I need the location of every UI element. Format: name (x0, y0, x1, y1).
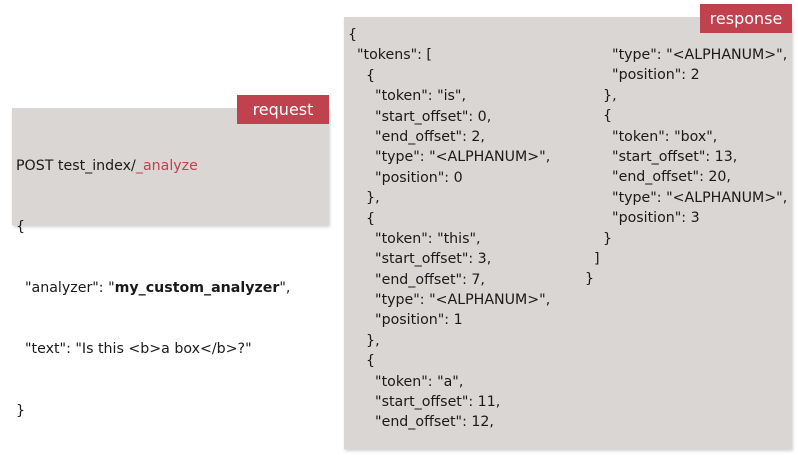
request-analyzer-key: "analyzer": " (16, 280, 115, 297)
request-analyzer-end: ", (279, 280, 291, 297)
response-label: response (700, 4, 792, 33)
response-code-line: "type": "<ALPHANUM>", (585, 189, 788, 206)
response-code-line: }, (348, 332, 380, 349)
response-code-line: "type": "<ALPHANUM>", (348, 292, 551, 309)
response-code-line: "end_offset": 12, (348, 414, 494, 431)
response-code-line: "token": "is", (348, 88, 466, 105)
response-code-line: "end_offset": 7, (348, 271, 485, 288)
response-code-line: "type": "<ALPHANUM>", (585, 47, 788, 63)
response-code-line: "position": 1 (348, 312, 463, 329)
response-code-line: "start_offset": 3, (348, 251, 492, 268)
request-label: request (237, 95, 329, 124)
response-code-line: "token": "this", (348, 230, 481, 247)
request-analyzer-value: my_custom_analyzer (114, 280, 280, 297)
response-code-line: "token": "a", (348, 373, 464, 390)
response-code-line: "start_offset": 13, (585, 148, 738, 165)
request-analyzer-line: "analyzer": "my_custom_analyzer", (16, 278, 290, 298)
response-code-line: { (348, 353, 376, 370)
response-code-line: ] (585, 250, 600, 267)
response-code-line: "end_offset": 2, (348, 128, 485, 145)
response-code-line: { (348, 27, 358, 43)
request-close-brace: } (16, 402, 26, 419)
response-code-line: { (348, 210, 376, 227)
response-code-line: } (585, 271, 595, 288)
request-method-path: POST test_index/ (16, 157, 136, 174)
response-code-line: "position": 2 (585, 67, 700, 84)
response-code-line: "start_offset": 11, (348, 394, 501, 411)
request-endpoint: _analyze (135, 157, 198, 174)
request-open-brace: { (16, 219, 26, 236)
response-code-line: }, (585, 87, 617, 104)
response-code-line: "position": 3 (585, 210, 700, 227)
response-code-right-column: "type": "<ALPHANUM>", "position": 2 }, {… (585, 45, 787, 290)
response-code-left-column: { "tokens": [ { "token": "is", "start_of… (348, 25, 550, 433)
request-panel (12, 108, 329, 225)
response-panel (344, 17, 792, 449)
response-code-line: } (585, 230, 613, 247)
response-code-line: "position": 0 (348, 169, 463, 186)
request-text-line: "text": "Is this <b>a box</b>?" (16, 341, 252, 358)
response-code-line: "start_offset": 0, (348, 108, 492, 125)
response-code-line: "tokens": [ (348, 47, 432, 64)
request-code: POST test_index/_analyze { "analyzer": "… (16, 115, 290, 441)
response-code-line: "type": "<ALPHANUM>", (348, 149, 551, 166)
request-line: POST test_index/_analyze (16, 156, 290, 176)
response-code-line: }, (348, 190, 380, 207)
response-code-line: "end_offset": 20, (585, 169, 731, 186)
response-code-line: "token": "box", (585, 128, 718, 145)
response-code-line: { (585, 108, 613, 125)
response-code-line: { (348, 67, 376, 84)
